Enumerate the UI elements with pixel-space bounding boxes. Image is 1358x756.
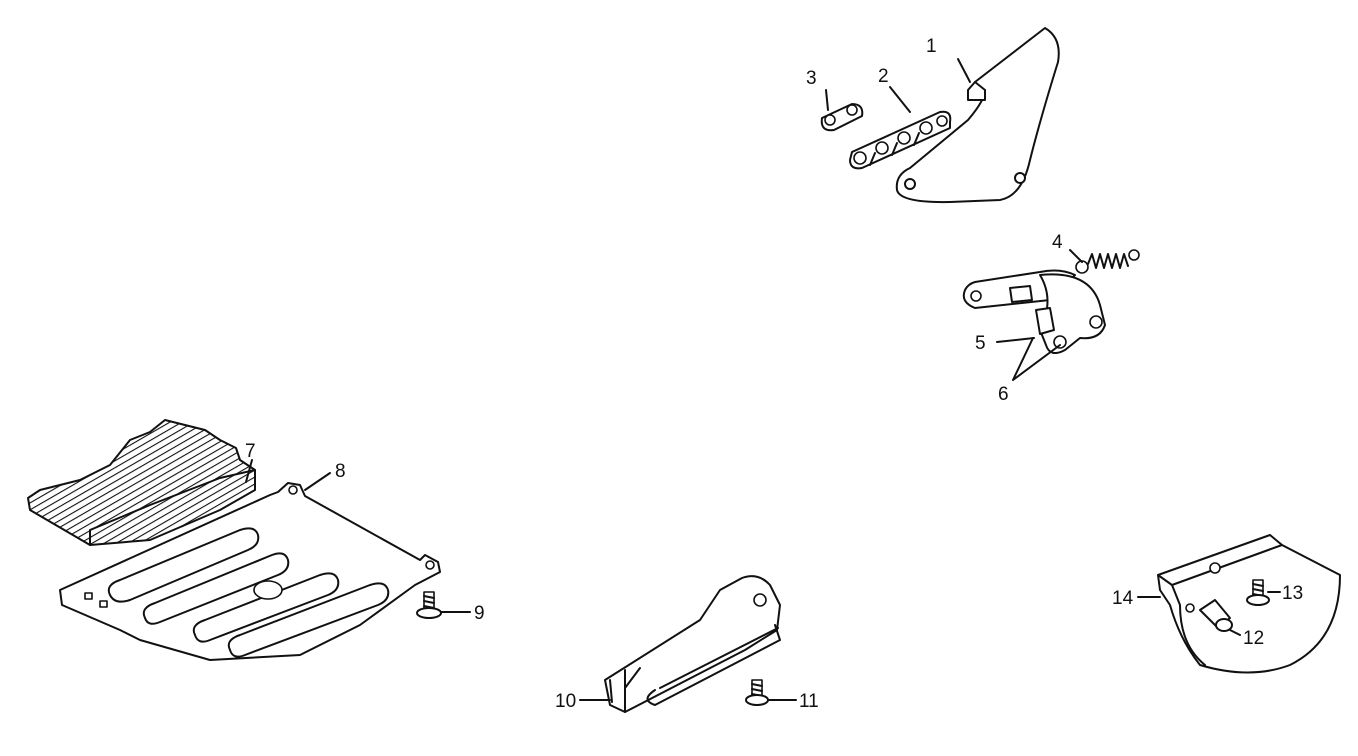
part-10-chain-slider <box>604 575 781 713</box>
callout-10: 10 <box>555 691 576 712</box>
callout-11: 11 <box>799 691 819 712</box>
part-13-screw <box>1246 579 1270 606</box>
callout-12: 12 <box>1243 628 1264 649</box>
callout-9: 9 <box>474 603 485 624</box>
callout-2: 2 <box>878 66 889 87</box>
callout-5: 5 <box>975 333 986 354</box>
part-1-bracket-plate <box>895 27 1060 204</box>
part-2-chain <box>849 110 952 170</box>
callout-1: 1 <box>926 36 937 57</box>
part-12-bolt <box>1199 599 1233 632</box>
callout-labels: 1 2 3 4 5 6 7 8 9 10 11 12 13 14 <box>245 36 1303 712</box>
part-9-screw <box>416 591 442 619</box>
callout-13: 13 <box>1282 583 1303 604</box>
part-7-hatched-guide <box>27 419 256 546</box>
callout-4: 4 <box>1052 232 1063 253</box>
callout-8: 8 <box>335 461 346 482</box>
callout-7: 7 <box>245 441 256 462</box>
callout-14: 14 <box>1112 588 1134 609</box>
part-8-bottom-plate <box>59 482 441 661</box>
callout-3: 3 <box>806 68 817 89</box>
callout-6: 6 <box>998 384 1009 405</box>
part-11-screw <box>745 679 769 706</box>
part-3-chain-link <box>820 103 864 132</box>
part-4-spring <box>1075 249 1140 274</box>
leader-lines <box>245 58 1281 701</box>
part-5-6-tensioner-arm <box>962 269 1106 355</box>
